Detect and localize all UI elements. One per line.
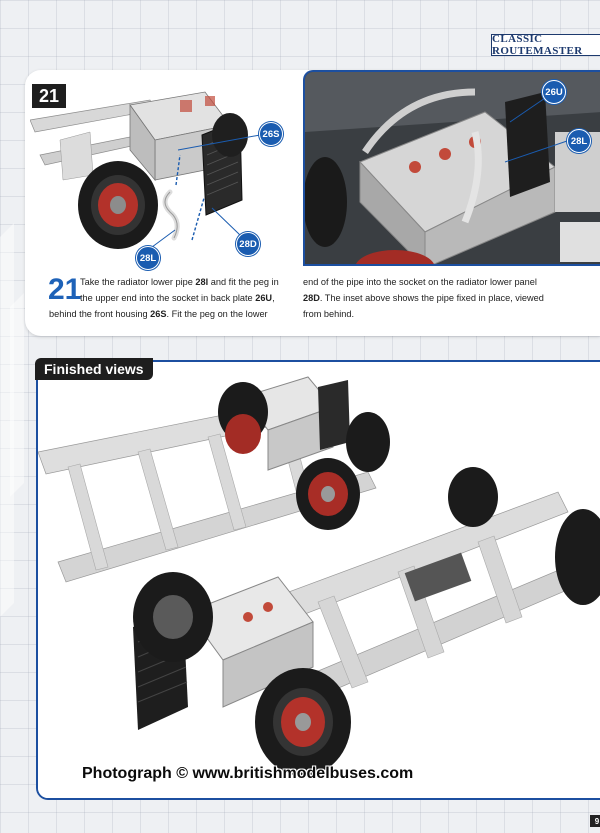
step-text-col2: end of the pipe into the socket on the r… — [303, 274, 544, 322]
part-ref: 26S — [150, 309, 167, 319]
text-run: Take the radiator lower pipe — [80, 277, 196, 287]
step-tag: 21 — [32, 84, 66, 108]
background-stripe — [0, 413, 14, 617]
text-line: from behind. — [303, 306, 544, 322]
text-run: from behind. — [303, 309, 355, 319]
callout-26U: 26U — [542, 80, 566, 104]
text-run: , — [272, 293, 275, 303]
part-ref: 28D — [303, 293, 320, 303]
callout-28L-inset: 28L — [567, 129, 591, 153]
text-line: the upper end into the socket in back pl… — [80, 290, 279, 306]
text-line: behind the front housing 26S. Fit the pe… — [49, 306, 279, 322]
series-title: CLASSIC ROUTEMASTER — [491, 33, 600, 57]
text-line: Take the radiator lower pipe 28l and fit… — [80, 274, 279, 290]
part-ref: 28l — [195, 277, 209, 287]
finished-views-panel — [36, 360, 600, 800]
finished-views-photo — [38, 362, 600, 798]
text-run: behind the front housing — [49, 309, 151, 319]
photo-watermark: Photograph © www.britishmodelbuses.com — [82, 765, 414, 782]
callout-26S: 26S — [259, 122, 283, 146]
callout-28L: 28L — [136, 246, 160, 270]
text-run: the upper end into the socket in back pl… — [80, 293, 256, 303]
page-number: 9 — [590, 815, 600, 827]
text-run: . The inset above shows the pipe fixed i… — [319, 293, 544, 303]
part-ref: 26U — [255, 293, 273, 303]
finished-views-title: Finished views — [35, 358, 153, 380]
text-run: . Fit the peg on the lower — [166, 309, 268, 319]
step-number: 21 — [48, 273, 82, 306]
text-line: end of the pipe into the socket on the r… — [303, 274, 544, 290]
text-run: end of the pipe into the socket on the r… — [303, 277, 537, 287]
text-line: 28D. The inset above shows the pipe fixe… — [303, 290, 544, 306]
text-run: and fit the peg in — [208, 277, 279, 287]
step-text-col1: Take the radiator lower pipe 28l and fit… — [49, 274, 279, 322]
callout-28D: 28D — [236, 232, 260, 256]
step-illustration — [30, 91, 261, 251]
